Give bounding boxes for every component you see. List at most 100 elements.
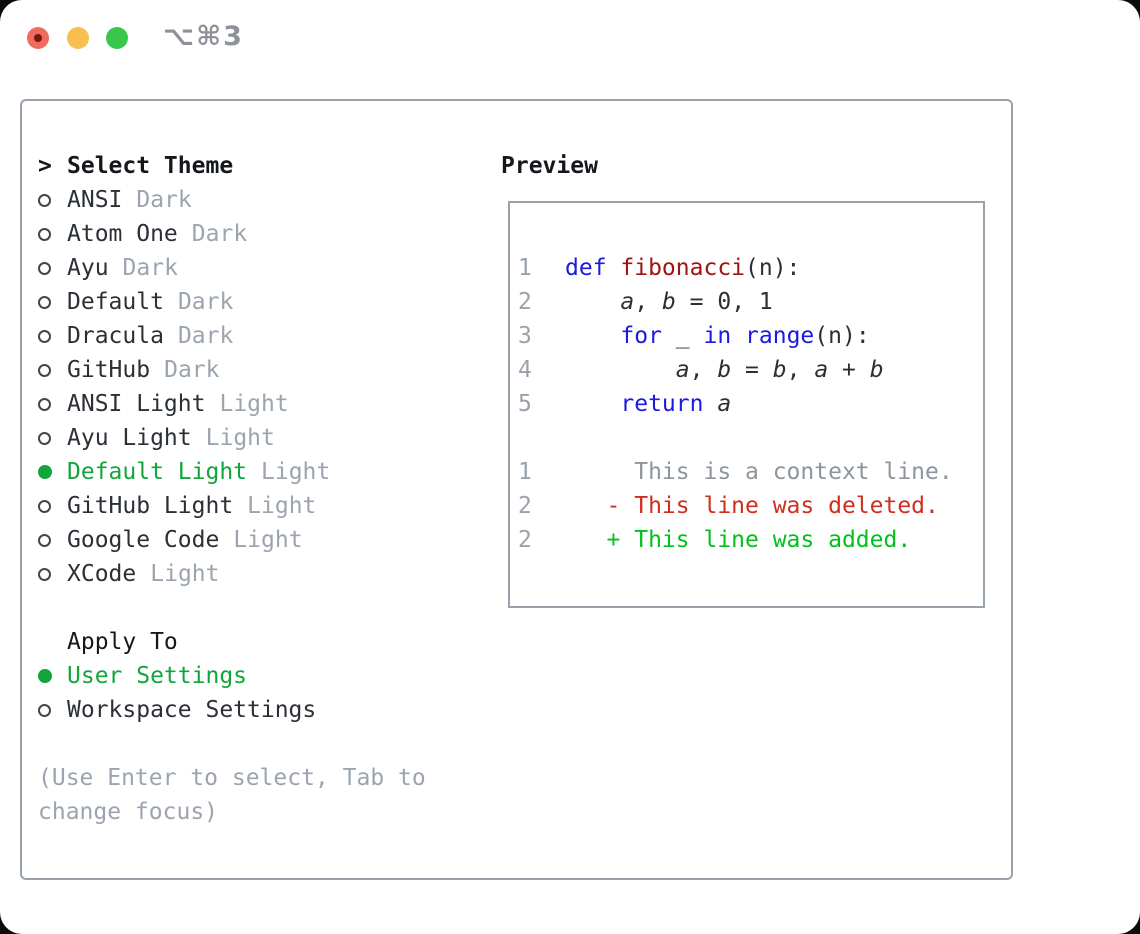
select-theme-label: Select Theme [67,153,234,179]
line-number: 1 [518,255,532,281]
code-content: def fibonacci(n): [565,251,800,285]
code-content: a, b = 0, 1 [565,285,773,319]
code-content: This is a context line. [565,455,953,489]
option-variant-label: Dark [164,357,220,383]
option-variant-label: Light [233,527,303,553]
option-label: Default [67,289,164,315]
line-number: 1 [518,459,532,485]
spacer [38,727,426,761]
code-token: a [717,391,732,417]
code-token: = 0, 1 [675,289,773,315]
option-variant-label: Light [247,493,317,519]
code-token: a [814,357,829,383]
apply-option[interactable]: User Settings [38,659,426,693]
option-label: Atom One [67,221,178,247]
code-token: , [786,357,815,383]
option-label: User Settings [67,663,248,689]
option-variant-label: Dark [136,187,192,213]
option-label: Workspace Settings [67,697,317,723]
cursor-arrow-icon: > [38,153,52,179]
code-line: 2 - This line was deleted. [518,489,983,523]
code-token: b [661,289,676,315]
window-title-shortcut: ⌥⌘3 [163,21,244,52]
theme-option[interactable]: GitHub Dark [38,353,426,387]
close-dot-icon [34,34,42,42]
code-line: 1 def fibonacci(n): [518,251,983,285]
code-content: - This line was deleted. [565,489,939,523]
code-content: + This line was added. [565,523,912,557]
line-number: 4 [518,357,532,383]
code-token: b [772,357,787,383]
code-token [703,391,717,417]
select-theme-header: > Select Theme [38,149,426,183]
radio-unselected-icon [38,533,67,547]
minimize-button[interactable] [67,27,89,49]
code-token [565,289,620,315]
radio-dot-hollow [38,363,51,377]
apply-option[interactable]: Workspace Settings [38,693,426,727]
option-label: Default Light [67,459,248,485]
code-token: , [634,289,662,315]
code-line: 2 a, b = 0, 1 [518,285,983,319]
code-token [565,323,620,349]
radio-dot-hollow [38,295,51,309]
option-variant-label: Light [219,391,289,417]
code-token: return [620,391,704,417]
code-token: a [620,289,635,315]
line-number: 5 [518,391,532,417]
code-token: This is a context line. [565,459,953,485]
code-token: in [703,323,732,349]
code-line: 2 + This line was added. [518,523,983,557]
radio-dot-hollow [38,533,51,547]
code-content: for _ in range(n): [565,319,870,353]
theme-option[interactable]: Google Code Light [38,523,426,557]
code-token: , [689,357,718,383]
radio-unselected-icon [38,193,67,207]
code-token: b [869,357,884,383]
code-token [565,357,676,383]
close-button[interactable] [27,27,49,49]
radio-dot-hollow [38,431,51,445]
radio-unselected-icon [38,499,67,513]
option-variant-label: Dark [177,323,234,349]
code-token: (n): [814,323,870,349]
code-token: for [620,323,662,349]
code-token: fibonacci [620,255,746,281]
line-number [518,421,565,455]
radio-dot-filled [38,465,52,479]
code-line: 1 This is a context line. [518,455,983,489]
option-label: GitHub [67,357,151,383]
code-line: 5 return a [518,387,983,421]
code-content: a, b = b, a + b [565,353,884,387]
code-token: = [731,357,773,383]
code-token: b [717,357,732,383]
code-line: 4 a, b = b, a + b [518,353,983,387]
code-token: range [745,323,815,349]
help-text-line: (Use Enter to select, Tab to [38,765,426,791]
line-number: 2 [518,527,532,553]
option-label: XCode [67,561,137,587]
option-label: Google Code [67,527,220,553]
radio-unselected-icon [38,295,67,309]
maximize-button[interactable] [106,27,128,49]
help-text-line: change focus) [38,799,219,825]
radio-unselected-icon [38,567,67,581]
radio-dot-hollow [38,193,51,207]
line-number: 2 [518,289,532,315]
option-label: Ayu [67,255,109,281]
radio-selected-icon [38,669,67,683]
